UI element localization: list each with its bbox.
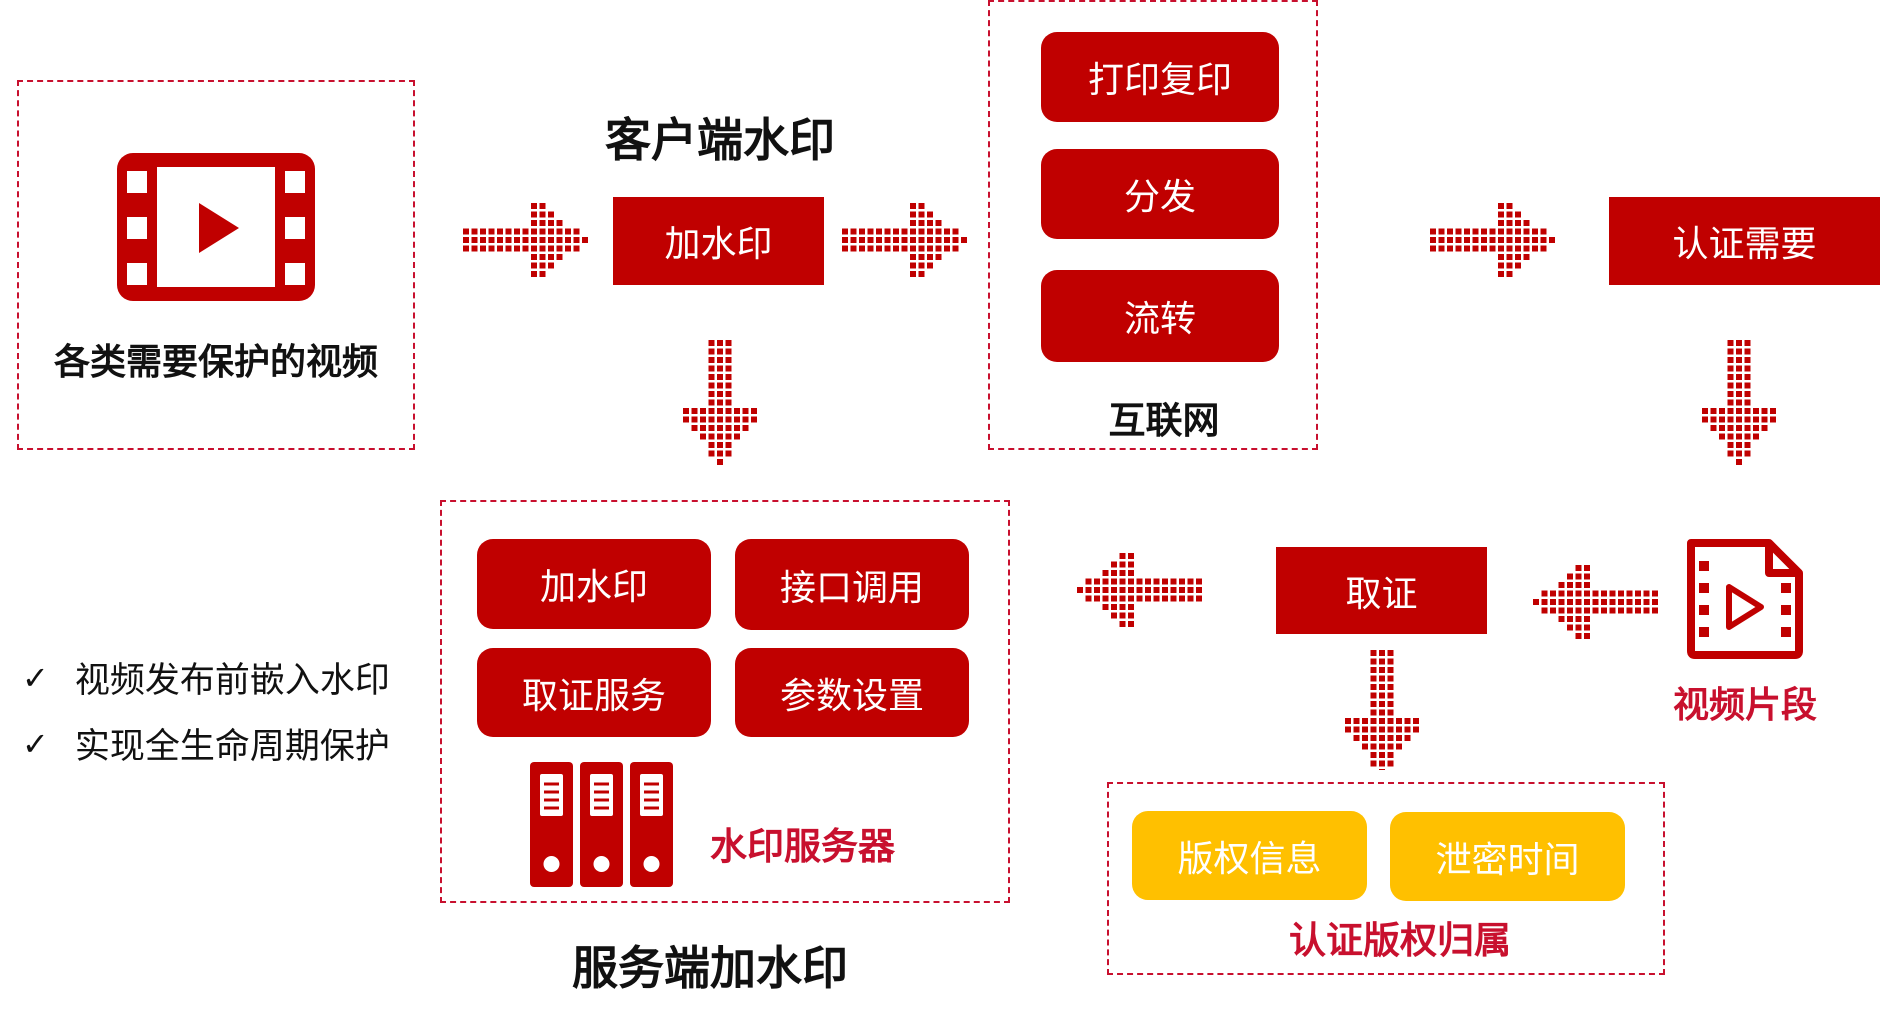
forensics-box: 取证 (1276, 547, 1487, 634)
video-source-panel (17, 80, 415, 450)
copyright-label: 认证版权归属 (1289, 919, 1511, 962)
check-icon: ✓ (22, 658, 49, 697)
internet-item-distribute: 分发 (1041, 149, 1279, 239)
client-watermark-title: 客户端水印 (605, 113, 835, 167)
video-clip-label: 视频片段 (1672, 685, 1817, 726)
video-film-icon (117, 153, 315, 301)
benefit-text: 视频发布前嵌入水印 (74, 661, 390, 701)
copyright-panel (1107, 782, 1665, 975)
arrow-right-icon (463, 203, 588, 277)
server-func-add-watermark: 加水印 (477, 539, 711, 629)
benefit-text: 实现全生命周期保护 (74, 727, 390, 767)
server-panel (440, 500, 1010, 903)
copyright-info-box: 版权信息 (1132, 811, 1367, 900)
server-func-param-settings: 参数设置 (735, 648, 969, 737)
server-rack-icon (530, 762, 673, 887)
server-watermark-title: 服务端加水印 (572, 941, 848, 995)
check-icon: ✓ (22, 724, 49, 763)
benefit-item: ✓ 视频发布前嵌入水印 (22, 652, 390, 703)
internet-item-circulate: 流转 (1041, 270, 1279, 362)
video-file-icon (1687, 539, 1803, 659)
arrow-left-icon (1077, 553, 1202, 627)
arrow-down-icon (683, 340, 757, 465)
arrow-down-icon (1702, 340, 1776, 465)
server-label: 水印服务器 (710, 825, 895, 868)
server-func-api-call: 接口调用 (735, 539, 969, 630)
arrow-left-icon (1533, 565, 1658, 639)
auth-need-box: 认证需要 (1609, 197, 1880, 285)
server-func-forensics: 取证服务 (477, 648, 711, 737)
arrow-right-icon (842, 203, 967, 277)
video-source-label: 各类需要保护的视频 (53, 342, 378, 383)
arrow-down-icon (1345, 650, 1419, 770)
arrow-right-icon (1430, 203, 1555, 277)
client-add-watermark-box: 加水印 (613, 197, 824, 285)
internet-item-print-copy: 打印复印 (1041, 32, 1279, 122)
benefit-item: ✓ 实现全生命周期保护 (22, 718, 390, 769)
internet-label: 互联网 (1108, 399, 1220, 442)
leak-time-box: 泄密时间 (1390, 812, 1625, 901)
internet-panel (988, 0, 1318, 450)
